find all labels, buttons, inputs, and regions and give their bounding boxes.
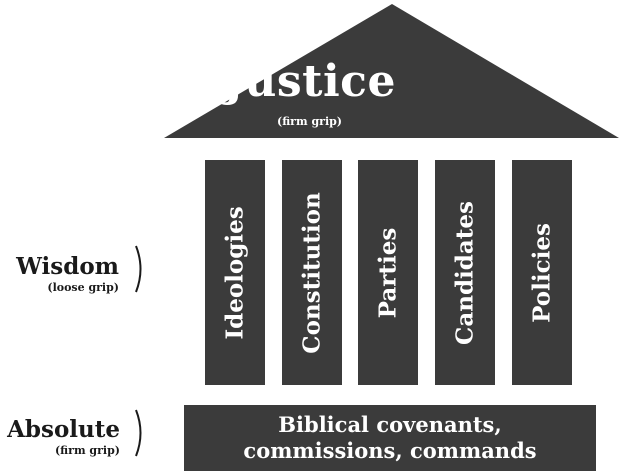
foundation-base: Biblical covenants, commissions, command…: [184, 405, 596, 471]
roof-title: Justice: [223, 56, 396, 107]
pillar-candidates: Candidates: [435, 160, 495, 385]
pillar-constitution: Constitution: [282, 160, 342, 385]
chevron-right-icon: [135, 245, 142, 293]
base-line-2: commissions, commands: [243, 438, 537, 463]
absolute-title: Absolute: [7, 416, 120, 443]
absolute-subtitle: (firm grip): [54, 444, 120, 457]
pillar-label: Ideologies: [221, 205, 249, 340]
pillar-label: Constitution: [298, 191, 326, 354]
pillar-label: Candidates: [451, 200, 479, 345]
pillar-ideologies: Ideologies: [205, 160, 265, 385]
base-line-1: Biblical covenants,: [278, 412, 502, 437]
pillar-label: Policies: [528, 222, 556, 323]
pillar-parties: Parties: [358, 160, 418, 385]
wisdom-title: Wisdom: [16, 253, 119, 280]
roof-pediment: [164, 4, 619, 138]
wisdom-subtitle: (loose grip): [47, 281, 119, 294]
chevron-right-icon: [135, 409, 142, 457]
roof-subtitle: (firm grip): [276, 115, 343, 128]
pillar-label: Parties: [374, 227, 402, 318]
pillar-policies: Policies: [512, 160, 572, 385]
